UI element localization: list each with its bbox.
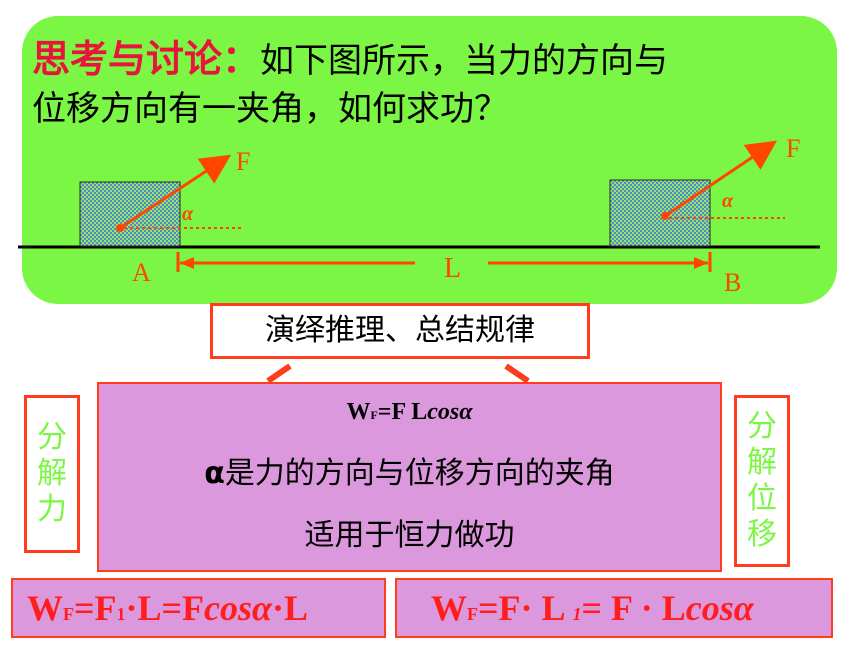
formula-decompose-force: WF=F1·L=Fcosα·L: [11, 578, 386, 638]
decompose-force-label: 分解力: [24, 395, 80, 553]
work-formula: WF=F Lcosα: [346, 399, 473, 425]
block-left: [79, 181, 181, 247]
deduce-arrow-left: [266, 363, 292, 384]
alpha-description: α是力的方向与位移方向的夹角: [204, 456, 615, 491]
title-line-1: 思考与讨论：如下图所示，当力的方向与: [32, 36, 668, 84]
work-formula-box: WF=F Lcosα α是力的方向与位移方向的夹角 适用于恒力做功: [97, 382, 722, 572]
displacement-arrowhead-right: [694, 257, 708, 269]
deduce-arrow-right: [504, 363, 530, 384]
discussion-panel: [22, 16, 837, 304]
title-line-2: 位移方向有一夹角，如何求功？: [32, 89, 508, 129]
point-b-label: B: [724, 268, 741, 297]
title-keyword: 思考与讨论：: [32, 37, 261, 81]
deduction-label: 演绎推理、总结规律: [210, 303, 590, 359]
displacement-arrowhead-left: [180, 257, 194, 269]
angle-label-left: α: [182, 203, 194, 225]
applicability-note: 适用于恒力做功: [304, 518, 515, 553]
force-arrow-right: [664, 140, 777, 218]
block-right: [609, 179, 711, 247]
force-arrow-left: [119, 154, 232, 230]
formula-decompose-displacement: WF=F· L 1= F · Lcosα: [395, 578, 833, 638]
decompose-displacement-label: 分解位移: [734, 395, 790, 567]
title-text: 如下图所示，当力的方向与: [260, 41, 669, 81]
point-a-label: A: [132, 258, 151, 287]
force-label-right: F: [786, 134, 800, 163]
displacement-label: L: [444, 253, 461, 284]
force-label-left: F: [236, 147, 250, 176]
angle-label-right: α: [722, 190, 734, 212]
